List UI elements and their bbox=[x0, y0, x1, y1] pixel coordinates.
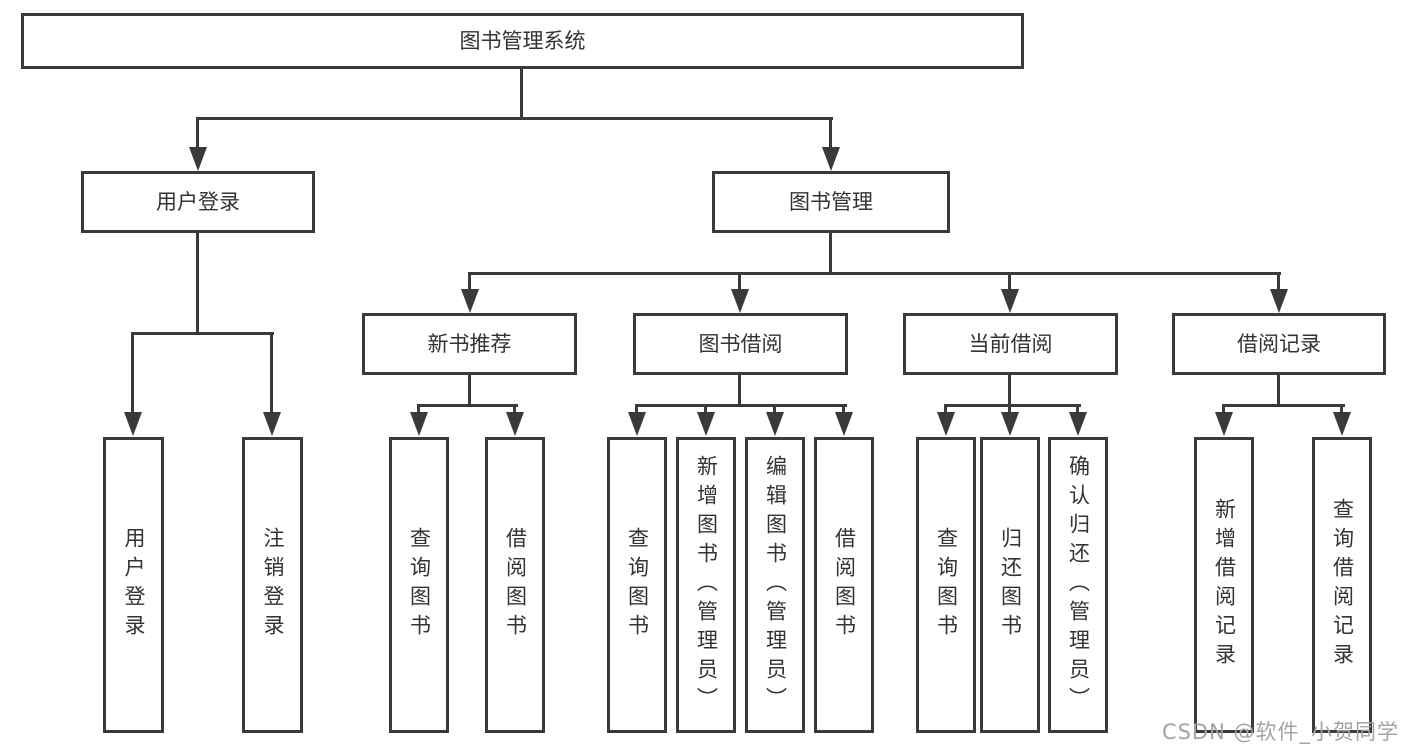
connector-line bbox=[1008, 404, 1011, 416]
connector-line bbox=[944, 404, 947, 416]
arrow-down-icon bbox=[263, 412, 281, 436]
connector-line bbox=[196, 117, 199, 151]
arrow-down-icon bbox=[1001, 412, 1019, 436]
connector-line bbox=[842, 404, 845, 416]
connector-line bbox=[1008, 272, 1011, 293]
arrow-down-icon bbox=[766, 412, 784, 436]
connector-line bbox=[1222, 404, 1345, 407]
connector-line bbox=[468, 272, 471, 293]
arrow-down-icon bbox=[628, 412, 646, 436]
arrow-down-icon bbox=[124, 412, 142, 436]
connector-line bbox=[417, 404, 420, 416]
connector-line bbox=[944, 404, 1081, 407]
connector-line bbox=[468, 272, 1281, 275]
connector-line bbox=[197, 117, 833, 120]
node-library-management-system: 图书管理系统 bbox=[21, 13, 1024, 69]
connector-line bbox=[468, 375, 471, 407]
node-query-books: 查询图书 bbox=[916, 437, 976, 733]
node-new-book-recommendation: 新书推荐 bbox=[362, 313, 577, 375]
connector-line bbox=[1277, 375, 1280, 407]
node-edit-book-admin: 编辑图书（管理员） bbox=[745, 437, 805, 733]
connector-line bbox=[520, 69, 523, 120]
arrow-down-icon bbox=[822, 147, 840, 171]
node-user-login-leaf: 用户登录 bbox=[103, 437, 164, 733]
connector-line bbox=[829, 233, 832, 275]
connector-line bbox=[1076, 404, 1079, 416]
connector-line bbox=[1340, 404, 1343, 416]
node-confirm-return-admin: 确认归还（管理员） bbox=[1048, 437, 1108, 733]
connector-line bbox=[738, 272, 741, 293]
arrow-down-icon bbox=[835, 412, 853, 436]
connector-line bbox=[773, 404, 776, 416]
connector-line bbox=[131, 332, 134, 415]
arrow-down-icon bbox=[189, 147, 207, 171]
arrow-down-icon bbox=[506, 412, 524, 436]
node-book-management: 图书管理 bbox=[712, 171, 950, 233]
arrow-down-icon bbox=[937, 412, 955, 436]
arrow-down-icon bbox=[1001, 289, 1019, 313]
node-query-books: 查询图书 bbox=[607, 437, 667, 733]
arrow-down-icon bbox=[697, 412, 715, 436]
node-book-borrowing: 图书借阅 bbox=[633, 313, 848, 375]
connector-line bbox=[704, 404, 707, 416]
connector-line bbox=[513, 404, 516, 416]
connector-line bbox=[1222, 404, 1225, 416]
connector-line bbox=[1277, 272, 1280, 293]
connector-line bbox=[635, 404, 847, 407]
arrow-down-icon bbox=[1333, 412, 1351, 436]
connector-line bbox=[196, 233, 199, 335]
node-borrow-books: 借阅图书 bbox=[485, 437, 545, 733]
arrow-down-icon bbox=[731, 289, 749, 313]
node-return-books: 归还图书 bbox=[980, 437, 1040, 733]
arrow-down-icon bbox=[1270, 289, 1288, 313]
node-add-book-admin: 新增图书（管理员） bbox=[676, 437, 736, 733]
node-current-borrowing: 当前借阅 bbox=[903, 313, 1118, 375]
node-borrow-books: 借阅图书 bbox=[814, 437, 874, 733]
connector-line bbox=[1008, 375, 1011, 407]
node-add-borrow-record: 新增借阅记录 bbox=[1194, 437, 1254, 733]
node-user-login: 用户登录 bbox=[81, 171, 315, 233]
arrow-down-icon bbox=[461, 289, 479, 313]
connector-line bbox=[829, 117, 832, 151]
node-query-borrow-record: 查询借阅记录 bbox=[1312, 437, 1372, 733]
arrow-down-icon bbox=[1215, 412, 1233, 436]
node-logout: 注销登录 bbox=[242, 437, 303, 733]
connector-line bbox=[270, 332, 273, 415]
arrow-down-icon bbox=[1069, 412, 1087, 436]
watermark: CSDN @软件_小贺同学 bbox=[1161, 720, 1399, 744]
node-borrowing-records: 借阅记录 bbox=[1172, 313, 1386, 375]
connector-line bbox=[635, 404, 638, 416]
connector-line bbox=[417, 404, 518, 407]
node-query-books: 查询图书 bbox=[389, 437, 449, 733]
arrow-down-icon bbox=[410, 412, 428, 436]
connector-line bbox=[131, 332, 274, 335]
connector-line bbox=[738, 375, 741, 407]
